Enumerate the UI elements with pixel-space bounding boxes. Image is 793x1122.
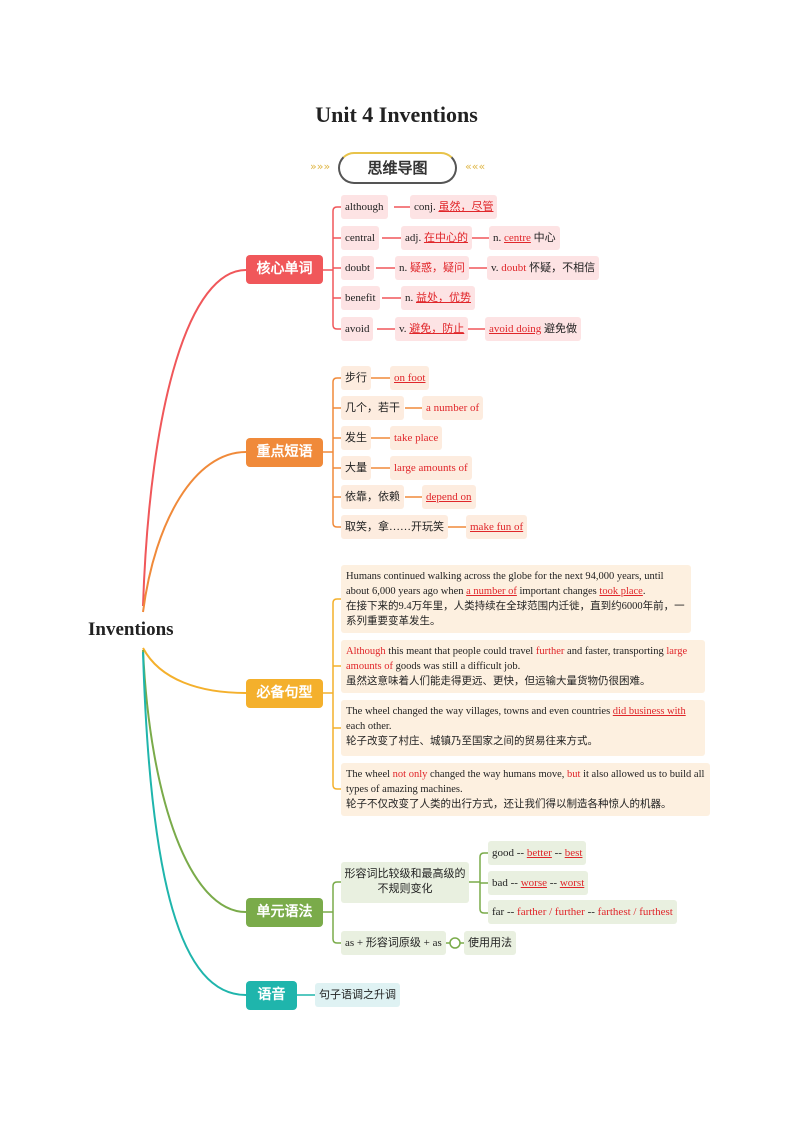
branch-phonetics: 语音 — [246, 981, 297, 1010]
sentence-card: Humans continued walking across the glob… — [341, 565, 691, 633]
phrase-en: take place — [390, 426, 443, 450]
branch-core-words: 核心单词 — [246, 255, 323, 284]
word-def: n. centre 中心 — [489, 226, 560, 250]
branch-key-phrases: 重点短语 — [246, 438, 323, 467]
grammar-topic-irregular: 形容词比较级和最高级的不规则变化 — [341, 862, 469, 903]
sentence-card: The wheel changed the way villages, town… — [341, 700, 705, 756]
word-def: adj. 在中心的 — [401, 226, 472, 250]
phrase-cn: 大量 — [341, 456, 371, 480]
word-def: n. 益处，优势 — [401, 286, 475, 310]
phrase-en: large amounts of — [390, 456, 472, 480]
phonetics-topic: 句子语调之升调 — [315, 983, 400, 1007]
phrase-en: on foot — [390, 366, 430, 390]
word-def: v. 避免，防止 — [395, 317, 469, 341]
grammar-form: far -- farther / further -- farthest / f… — [488, 900, 677, 924]
phrase-cn: 取笑，拿……开玩笑 — [341, 515, 448, 539]
phrase-en: depend on — [422, 485, 476, 509]
sentence-card: Although this meant that people could tr… — [341, 640, 705, 693]
word-avoid: avoid — [341, 317, 374, 341]
banner-left-chevrons-icon: »»» — [310, 160, 331, 173]
phrase-cn: 依靠，依赖 — [341, 485, 404, 509]
grammar-usage: 使用用法 — [464, 931, 516, 955]
word-def: avoid doing 避免做 — [485, 317, 581, 341]
root-node: Inventions — [88, 619, 174, 640]
branch-key-sentences: 必备句型 — [246, 679, 323, 708]
word-def: n. 疑惑，疑问 — [395, 256, 469, 280]
word-benefit: benefit — [341, 286, 380, 310]
word-doubt: doubt — [341, 256, 375, 280]
word-central: central — [341, 226, 379, 250]
branch-unit-grammar: 单元语法 — [246, 898, 323, 927]
grammar-form: bad -- worse -- worst — [488, 871, 589, 895]
page-title: Unit 4 Inventions — [315, 102, 478, 127]
phrase-en: make fun of — [466, 515, 528, 539]
word-def: conj. 虽然，尽管 — [410, 195, 498, 219]
phrase-en: a number of — [422, 396, 484, 420]
grammar-topic-as-as: as + 形容词原级 + as — [341, 931, 446, 955]
banner-right-chevrons-icon: ««« — [465, 160, 486, 173]
phrase-cn: 几个，若干 — [341, 396, 404, 420]
word-although: although — [341, 195, 388, 219]
phrase-cn: 发生 — [341, 426, 371, 450]
mind-map-banner: 思维导图 — [338, 152, 457, 184]
phrase-cn: 步行 — [341, 366, 371, 390]
grammar-form: good -- better -- best — [488, 841, 587, 865]
word-def: v. doubt 怀疑，不相信 — [487, 256, 600, 280]
sentence-card: The wheel not only changed the way human… — [341, 763, 710, 816]
